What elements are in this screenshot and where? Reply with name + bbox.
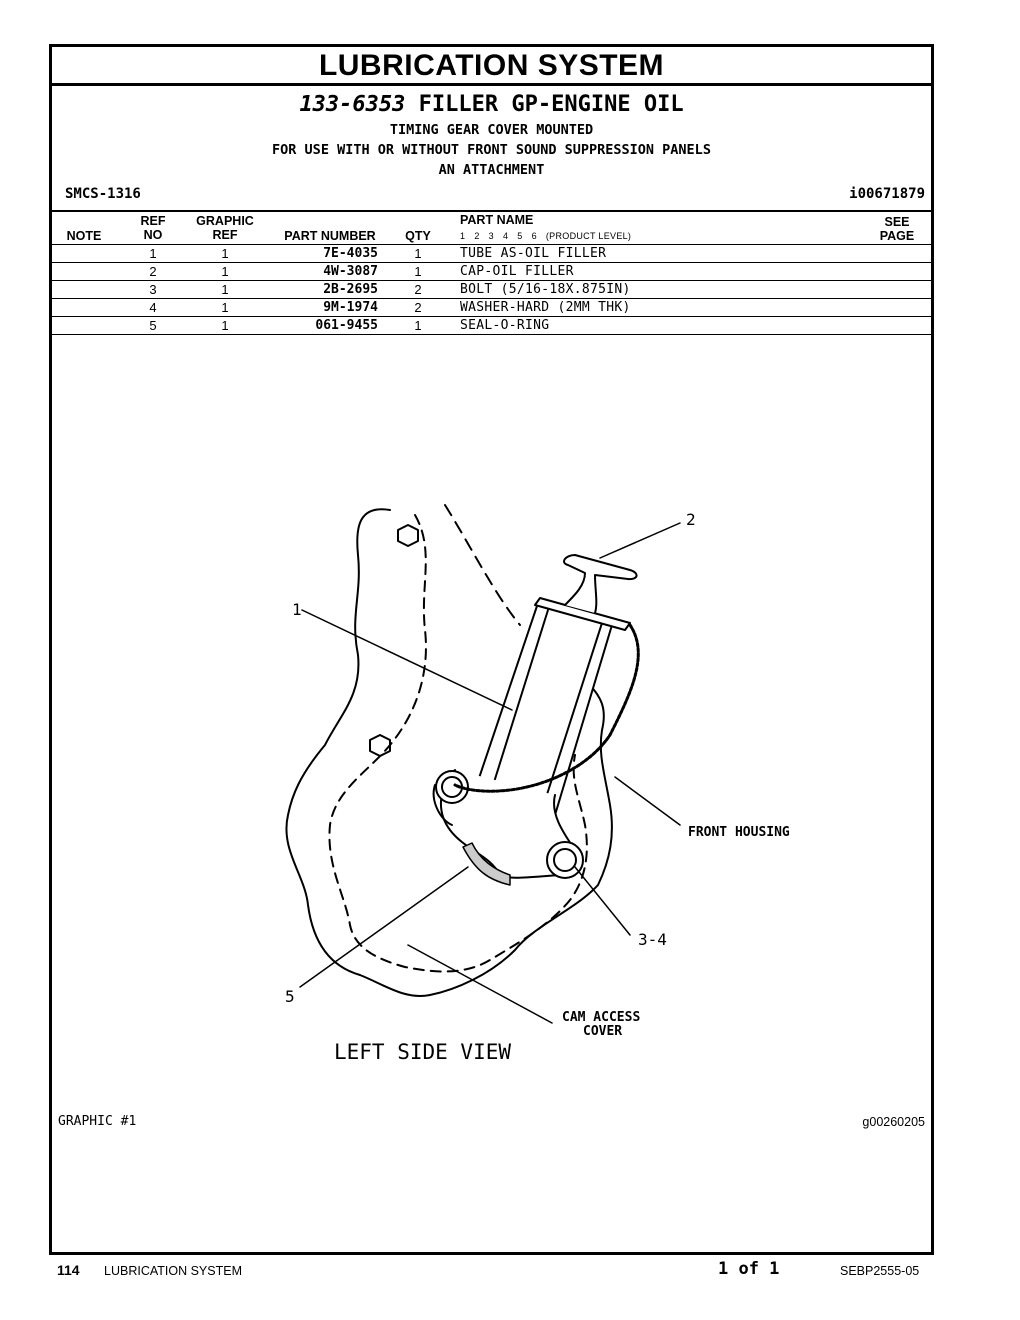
retaining-chain bbox=[453, 623, 640, 793]
header-part-name: PART NAME bbox=[460, 213, 534, 227]
callout-2: 2 bbox=[686, 510, 696, 529]
smcs-code: SMCS-1316 bbox=[65, 186, 141, 202]
document-id: SEBP2555-05 bbox=[840, 1264, 920, 1278]
parts-illustration: 1 2 3-4 5 FRONT HOUSING CAM ACCESS COVER… bbox=[285, 504, 790, 1064]
callout-5: 5 bbox=[285, 987, 295, 1006]
table-row: 4 1 9M-1974 2 WASHER-HARD (2MM THK) bbox=[149, 300, 631, 315]
header-graphic-ref: GRAPHIC REF bbox=[196, 214, 254, 242]
subline-2: FOR USE WITH OR WITHOUT FRONT SOUND SUPP… bbox=[272, 142, 711, 158]
table-row: 5 1 061-9455 1 SEAL-O-RING bbox=[149, 318, 550, 333]
cam-cover-label: COVER bbox=[583, 1024, 622, 1039]
header-qty: QTY bbox=[405, 229, 431, 243]
page-of: 1 of 1 bbox=[718, 1259, 780, 1279]
heading-part-number: 133-6353 bbox=[299, 92, 406, 117]
header-see-page: SEE PAGE bbox=[879, 215, 915, 243]
page-number: 114 bbox=[57, 1262, 80, 1278]
page-frame: LUBRICATION SYSTEM 133-6353 FILLER GP-EN… bbox=[49, 44, 934, 1255]
table-bottom-rule bbox=[52, 334, 931, 335]
row-rule bbox=[52, 280, 931, 281]
front-housing-outline bbox=[285, 508, 613, 997]
housing-edge-dashed bbox=[444, 504, 521, 626]
table-row: 2 1 4W-3087 1 CAP-OIL FILLER bbox=[149, 264, 574, 279]
table-row: 1 1 7E-4035 1 TUBE AS-OIL FILLER bbox=[149, 246, 607, 261]
cam-access-label: CAM ACCESS bbox=[562, 1010, 640, 1025]
header-note: NOTE bbox=[66, 229, 102, 243]
bolt-washer-right bbox=[546, 841, 584, 879]
part-heading: 133-6353 FILLER GP-ENGINE OIL bbox=[52, 92, 931, 117]
table-row: 3 1 2B-2695 2 BOLT (5/16-18X.875IN) bbox=[149, 282, 631, 297]
front-housing-label: FRONT HOUSING bbox=[688, 825, 790, 840]
graphic-id: g00260205 bbox=[862, 1115, 925, 1129]
table-top-rule bbox=[52, 210, 931, 212]
bolt-head-upper bbox=[397, 524, 419, 547]
subline-1: TIMING GEAR COVER MOUNTED bbox=[389, 122, 594, 138]
callout-1: 1 bbox=[292, 600, 302, 619]
bolt-washer-left bbox=[435, 770, 469, 804]
subline-3: AN ATTACHMENT bbox=[438, 162, 545, 178]
cam-cover-dashed-outline bbox=[328, 514, 588, 973]
row-rule bbox=[52, 298, 931, 299]
header-part-number: PART NUMBER bbox=[284, 229, 376, 243]
oil-filler-cap bbox=[563, 554, 638, 614]
callout-3-4: 3-4 bbox=[638, 930, 667, 949]
row-rule bbox=[52, 262, 931, 263]
row-rule bbox=[52, 316, 931, 317]
header-ref-no: REF NO bbox=[140, 214, 166, 242]
view-label: LEFT SIDE VIEW bbox=[334, 1040, 511, 1064]
footer-section: LUBRICATION SYSTEM bbox=[104, 1264, 242, 1278]
info-id: i00671879 bbox=[849, 186, 925, 202]
header-rule bbox=[52, 244, 931, 245]
bolt-head-middle bbox=[369, 734, 391, 757]
heading-part-title: FILLER GP-ENGINE OIL bbox=[418, 92, 684, 117]
o-ring-seal bbox=[462, 842, 511, 886]
graphic-label: GRAPHIC #1 bbox=[58, 1114, 137, 1129]
section-title: LUBRICATION SYSTEM bbox=[52, 47, 931, 86]
